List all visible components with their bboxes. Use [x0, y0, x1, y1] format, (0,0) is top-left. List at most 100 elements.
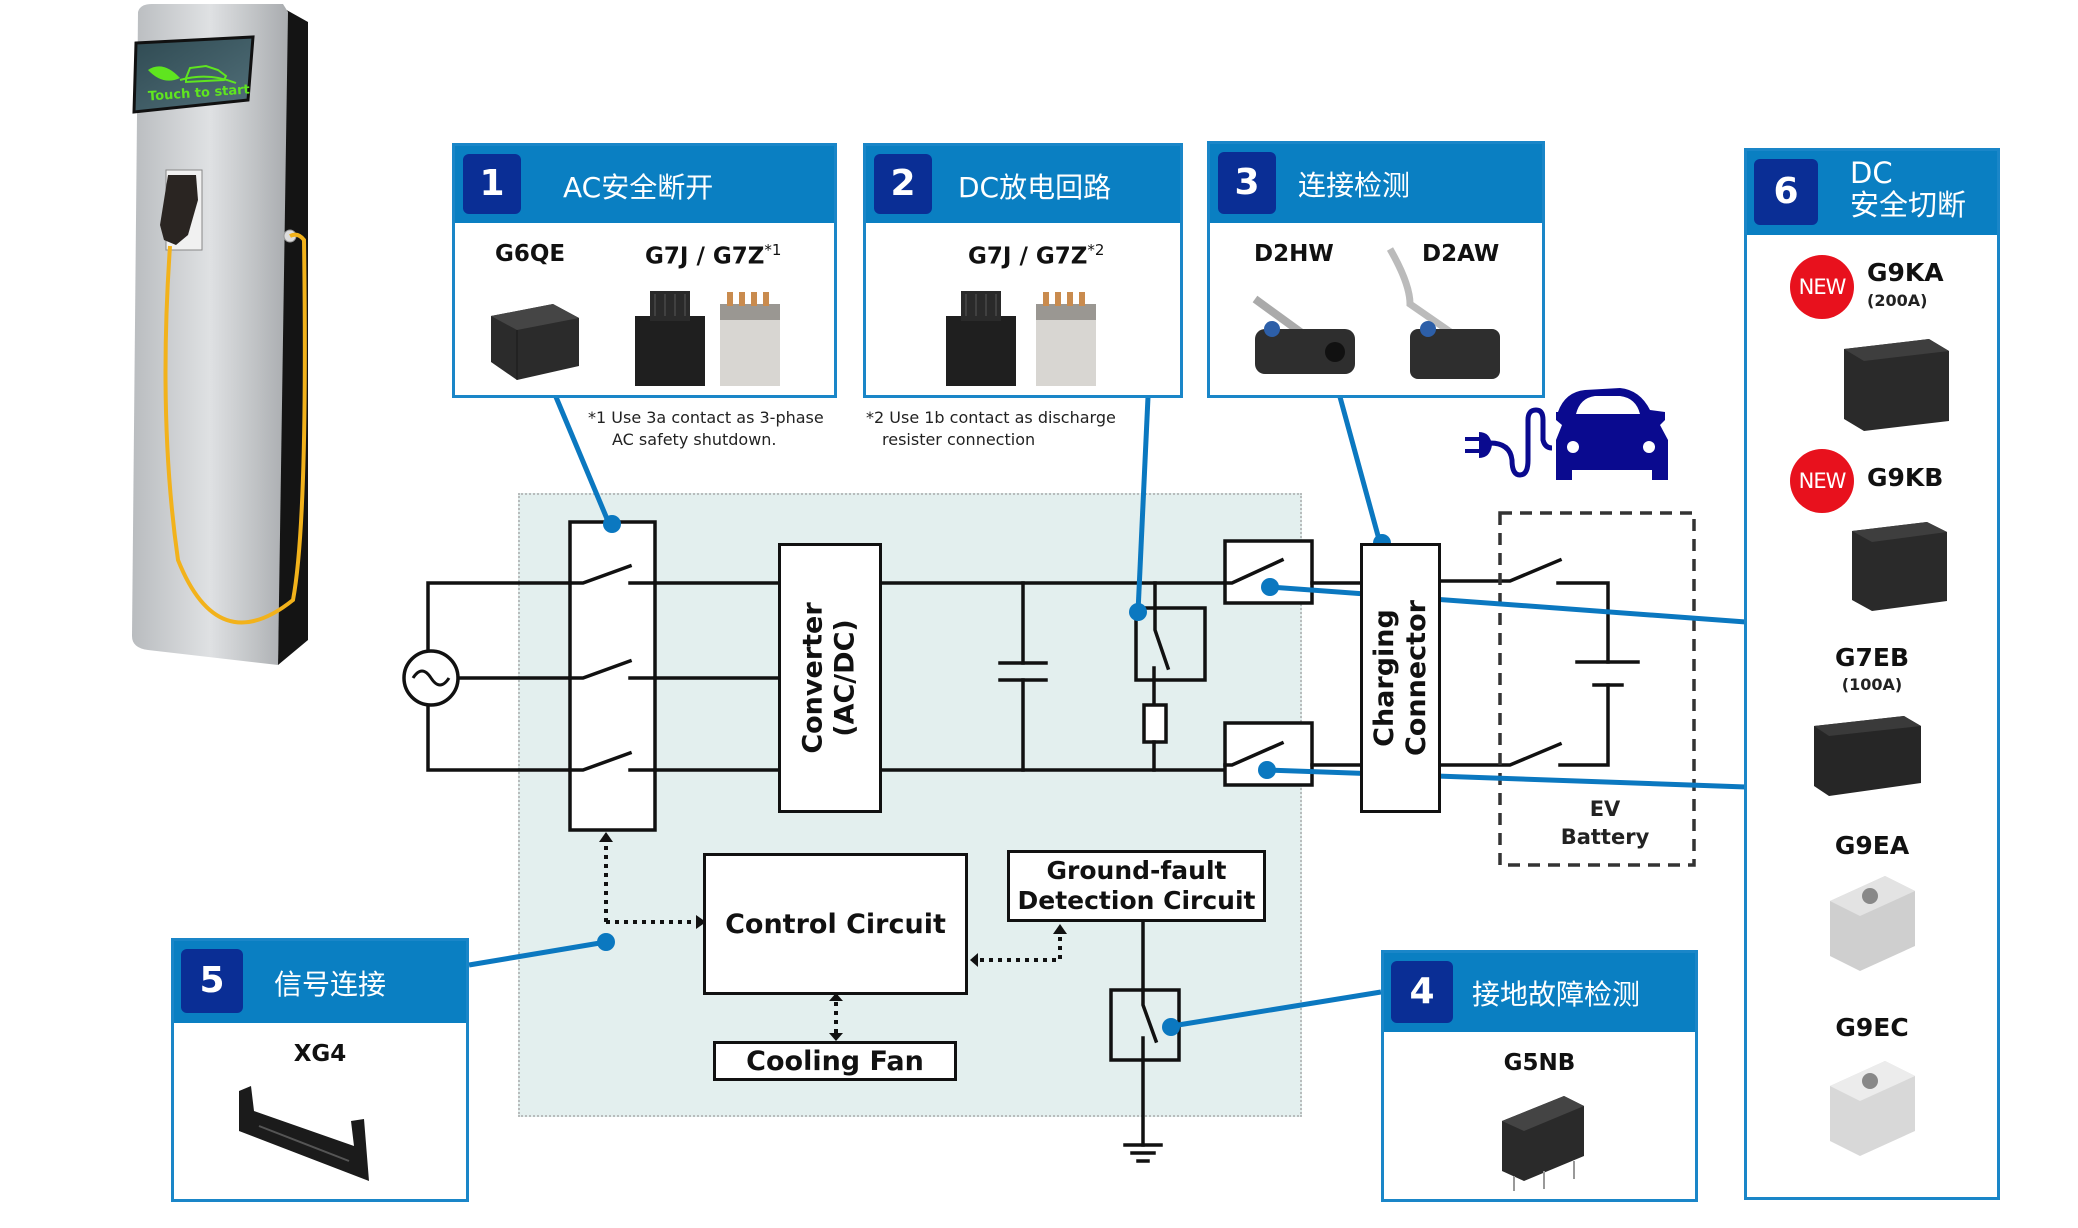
car-outline-icon [185, 64, 228, 84]
panel-6-header: 6 DC 安全切断 [1747, 151, 1997, 235]
charging-station-illustration: Touch to start [118, 0, 318, 680]
ac-safety-switch-box [568, 520, 657, 832]
control-circuit-label: Control Circuit [725, 908, 946, 940]
ev-battery-dashed-box [1498, 511, 1696, 867]
panel-6-number-badge: 6 [1754, 159, 1818, 225]
panel-2-number-badge: 2 [874, 154, 932, 214]
leader-dots [597, 515, 1391, 1036]
panel-1-number-badge: 1 [463, 154, 521, 214]
panel-4-header: 4 接地故障检测 [1384, 953, 1695, 1032]
panel-6-title-line-1: DC [1850, 156, 1893, 190]
panel-1-title: AC安全断开 [563, 171, 714, 204]
charging-station-graphic [132, 4, 308, 665]
discharge-relay-box [1134, 606, 1207, 682]
ev-contactor-bottom [1439, 741, 1563, 767]
ev-contactor-top [1439, 557, 1563, 583]
product-g7eb-rating: (100A) [1841, 675, 1903, 694]
discharge-resistor [1142, 703, 1168, 744]
product-image-g7j [941, 286, 1021, 391]
product-image-g9ea [1825, 871, 1920, 971]
product-image-d2aw [1380, 244, 1520, 394]
panel-2-header: 2 DC放电回路 [866, 146, 1180, 223]
charging-cable [163, 232, 307, 625]
converter-label: Converter [798, 602, 830, 754]
product-image-g7j [630, 286, 710, 391]
footnote-ref: *2 [1087, 241, 1105, 259]
panel-3-header: 3 连接检测 [1210, 144, 1542, 223]
ac-wire-top [426, 581, 577, 653]
product-g7eb-label: G7EB [1834, 643, 1910, 672]
product-g6qe-label: G6QE [495, 241, 566, 267]
ac-switch-contact-1 [568, 563, 633, 585]
ground-fault-detection-block: Ground-fault Detection Circuit [1007, 850, 1266, 922]
leader-panel-4 [1171, 989, 1382, 1029]
panel-2-footnote: *2 Use 1b contact as discharge resister … [866, 407, 1116, 451]
charging-connector-block: Charging Connector [1360, 543, 1441, 813]
panel-ac-safety-shutdown: 1 AC安全断开 G6QE G7J / G7Z*1 [452, 143, 837, 398]
panel-3-title: 连接检测 [1298, 169, 1411, 202]
product-d2hw-label: D2HW [1254, 241, 1334, 267]
footnote-ref: *1 [764, 241, 782, 259]
arrowheads [599, 832, 1067, 1041]
panel-connection-detection: 3 连接检测 D2HW D2AW [1207, 141, 1545, 398]
charging-connector-label-2: Connector [1400, 600, 1432, 756]
converter-block: Converter (AC/DC) [778, 543, 882, 813]
product-image-g7z [715, 286, 785, 391]
product-image-g7z [1031, 286, 1101, 391]
product-g5nb-label: G5NB [1503, 1050, 1576, 1076]
ac-switch-contact-2 [568, 658, 633, 680]
panel-dc-discharge-circuit: 2 DC放电回路 G7J / G7Z*2 [863, 143, 1183, 398]
signal-line-control-ground-fault [980, 935, 1062, 962]
panel-1-footnote: *1 Use 3a contact as 3-phase AC safety s… [588, 407, 824, 451]
leader-panel-6-top [1269, 584, 1747, 625]
footnote-line: *2 Use 1b contact as discharge [866, 408, 1116, 427]
ev-battery-label-2: Battery [1560, 825, 1650, 849]
dc-relay-bottom-contact [1223, 740, 1285, 767]
leader-lines [468, 396, 1747, 1029]
product-image-g9ec [1825, 1056, 1920, 1156]
panel-2-title: DC放电回路 [958, 171, 1112, 204]
product-image-g6qe [483, 296, 583, 386]
product-g9kb-label: G9KB [1867, 463, 1944, 492]
leader-panel-3 [1337, 396, 1383, 544]
product-image-g9kb [1847, 516, 1952, 616]
ground-fault-label-1: Ground-fault [1046, 856, 1227, 885]
panel-signal-connection: 5 信号连接 XG4 [171, 938, 469, 1202]
ac-switch-contact-3 [568, 750, 633, 772]
product-image-xg4 [229, 1071, 379, 1191]
product-g9ka-label: G9KA [1867, 258, 1944, 287]
panel-5-header: 5 信号连接 [174, 941, 466, 1023]
panel-6-title: DC 安全切断 [1850, 157, 1966, 221]
panel-dc-safety-cutoff: 6 DC 安全切断 NEW G9KA (200A) NEW G9KB G7EB … [1744, 148, 2000, 1200]
product-g9ka-rating: (200A) [1867, 291, 1928, 310]
product-name: G7J / G7Z [645, 243, 765, 270]
leader-panel-2 [1135, 396, 1151, 613]
ev-battery-label-1: EV [1589, 797, 1621, 821]
cooling-fan-label: Cooling Fan [746, 1045, 924, 1077]
panel-ground-fault-detection: 4 接地故障检测 G5NB [1381, 950, 1698, 1202]
product-g9ea-label: G9EA [1834, 831, 1910, 860]
panel-5-title: 信号连接 [274, 968, 387, 1001]
ground-fault-label-2: Detection Circuit [1017, 886, 1256, 915]
product-image-d2hw [1250, 279, 1365, 394]
footnote-line: *1 Use 3a contact as 3-phase [588, 408, 824, 427]
control-circuit-block: Control Circuit [703, 853, 968, 995]
product-g7j-g7z-label: G7J / G7Z*2 [968, 241, 1104, 270]
product-image-g5nb [1499, 1091, 1589, 1196]
converter-sublabel: (AC/DC) [830, 619, 862, 737]
charging-connector-label-1: Charging [1368, 609, 1400, 747]
product-g7j-g7z-label: G7J / G7Z*1 [645, 241, 781, 270]
panel-6-title-line-2: 安全切断 [1850, 188, 1967, 222]
ac-source-icon [402, 649, 460, 707]
dc-relay-top-contact [1223, 557, 1285, 585]
leader-panel-5 [468, 939, 607, 968]
product-g9ec-label: G9EC [1835, 1013, 1909, 1042]
product-image-g7eb [1809, 711, 1924, 801]
new-badge: NEW [1790, 449, 1854, 513]
new-badge: NEW [1790, 255, 1854, 319]
product-xg4-label: XG4 [293, 1041, 347, 1067]
panel-4-title: 接地故障检测 [1472, 978, 1641, 1011]
leaf-icon [148, 66, 180, 81]
product-d2aw-label: D2AW [1422, 241, 1500, 267]
